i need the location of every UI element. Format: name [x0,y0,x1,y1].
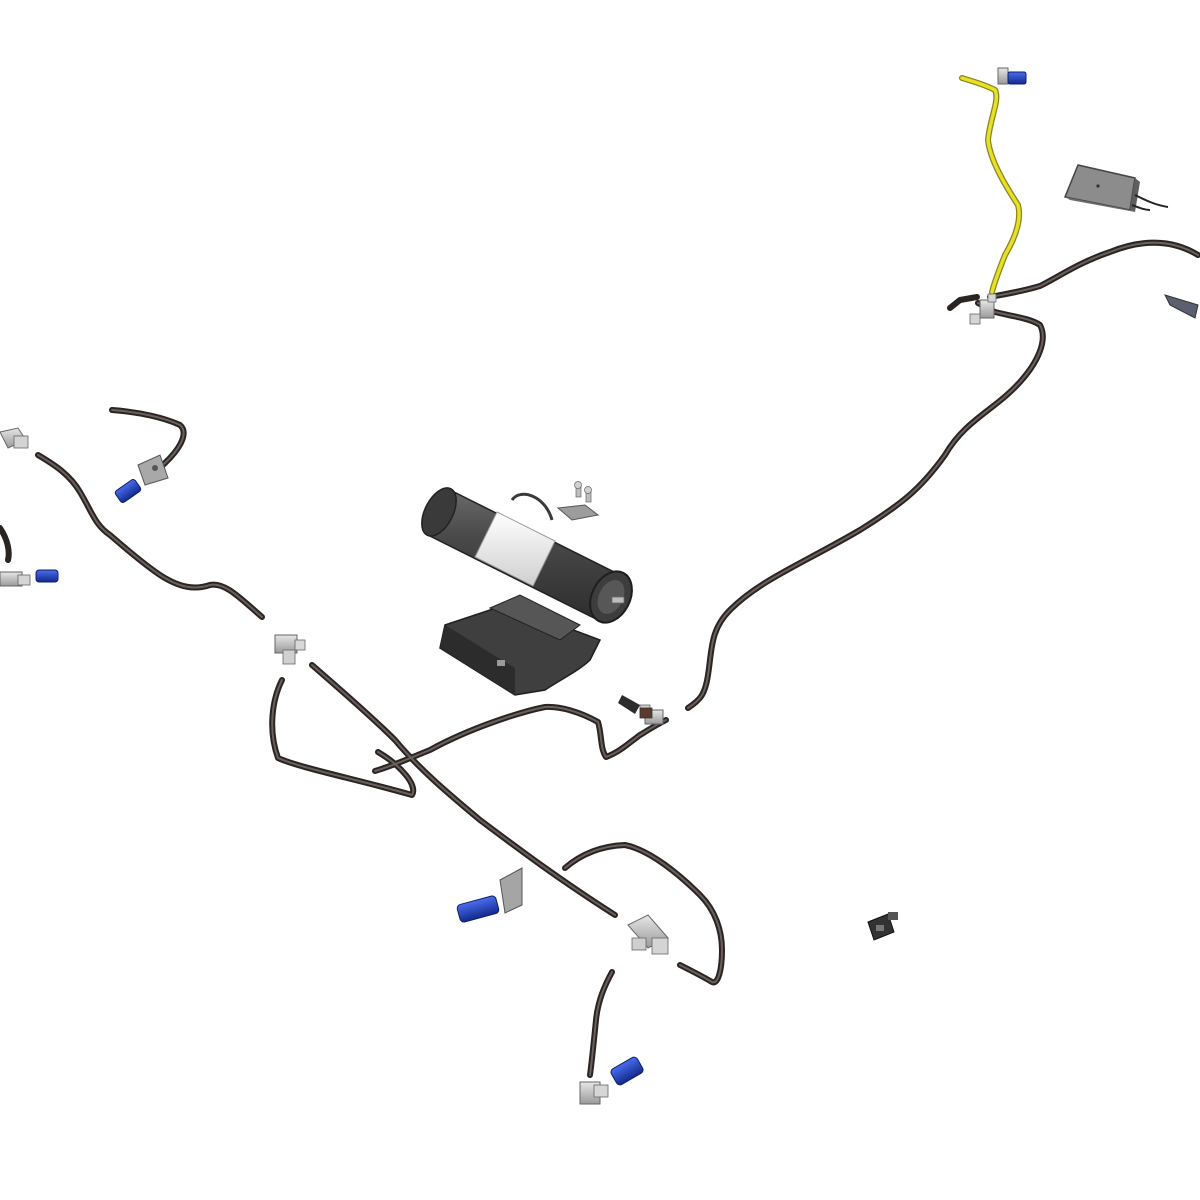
elbow-fitting-left [0,571,31,587]
blue-connector-left-upper [114,479,142,503]
mounting-brackets [137,294,1199,914]
yellow-supply-line [959,75,1023,295]
tee-fitting-left [274,634,306,665]
blue-connectors [35,71,1027,1086]
blue-connector-left-lower [35,569,59,583]
tee-fitting-top-yellow-end [997,67,1009,85]
blue-connector-top-right [1007,71,1027,85]
blue-connector-bottom [610,1056,644,1086]
tee-fitting-lower [627,914,669,955]
tank-cradle [439,594,602,696]
air-tank [421,487,633,624]
sensor [867,912,898,941]
main-brake-lines [0,239,1200,1078]
elbow-fitting-bottom [579,1081,609,1105]
blue-connector-bottom-left [456,895,500,923]
valve-fitting-center [618,695,653,719]
control-module [1063,164,1169,212]
tee-fitting-upper-right [969,293,997,325]
elbow-fitting-top-left [0,427,29,449]
tee-fittings [0,67,1009,1105]
